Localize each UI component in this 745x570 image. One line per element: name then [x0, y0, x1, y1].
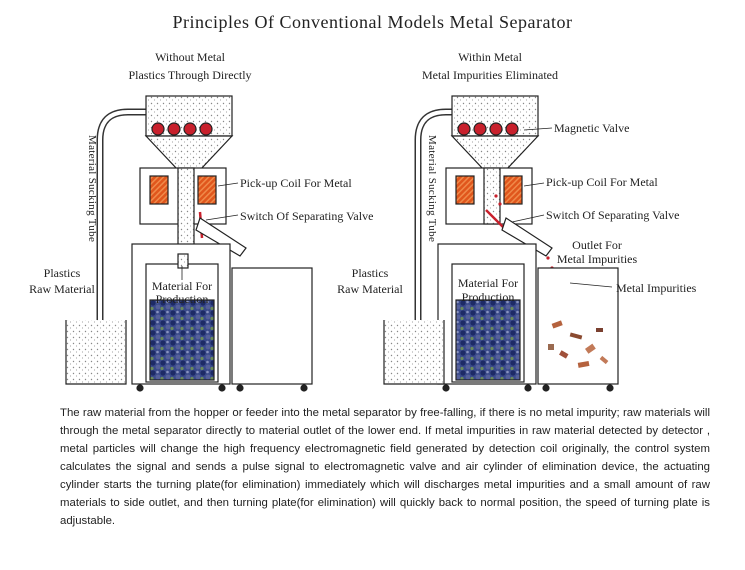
- diagram-title: Principles Of Conventional Models Metal …: [172, 12, 573, 32]
- left-heading-line1: Without Metal: [155, 50, 225, 64]
- right-machine: [383, 95, 619, 392]
- metal-impurities-label: Metal Impurities: [616, 281, 697, 295]
- right-production-line1: Material For: [457, 276, 519, 290]
- right-raw-line2: Raw Material: [337, 282, 403, 296]
- left-production-line1: Material For: [151, 279, 213, 293]
- right-production-line2: Production: [461, 290, 515, 304]
- description-paragraph: The raw material from the hopper or feed…: [60, 407, 710, 527]
- left-heading-line2: Plastics Through Directly: [128, 68, 252, 82]
- outlet-line2: Metal Impurities: [556, 252, 638, 266]
- right-pickup-coil-label: Pick-up Coil For Metal: [546, 175, 658, 189]
- right-heading-line1: Within Metal: [458, 50, 522, 64]
- separator-diagram: [65, 95, 619, 392]
- right-tube-label: Material Sucking Tube: [426, 135, 438, 243]
- left-pickup-coil-label: Pick-up Coil For Metal: [240, 176, 352, 190]
- left-tube-label: Material Sucking Tube: [86, 135, 98, 243]
- left-switch-valve-label: Switch Of Separating Valve: [240, 209, 374, 223]
- right-heading-line2: Metal Impurities Eliminated: [422, 68, 558, 82]
- right-switch-valve-label: Switch Of Separating Valve: [546, 208, 680, 222]
- left-machine: [65, 95, 313, 392]
- left-raw-line2: Raw Material: [29, 282, 95, 296]
- left-raw-line1: Plastics: [43, 266, 81, 280]
- right-raw-line1: Plastics: [351, 266, 389, 280]
- magnetic-valve-label: Magnetic Valve: [554, 121, 630, 135]
- outlet-line1: Outlet For: [572, 238, 622, 252]
- left-production-line2: Production: [155, 292, 209, 306]
